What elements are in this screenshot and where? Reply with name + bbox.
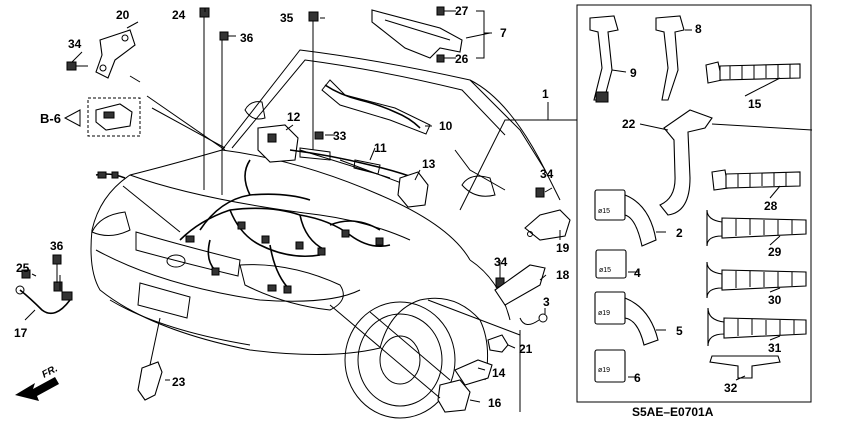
diagram-code: S5AE–E0701A: [632, 405, 714, 419]
bolt-34-top: [66, 61, 88, 71]
leader-lines: [24, 8, 781, 412]
callout-34c: 34: [494, 255, 508, 269]
ground-cable-17: [15, 281, 73, 315]
clip-8: [655, 15, 685, 101]
callout-19: 19: [556, 241, 570, 255]
cover-7: [371, 9, 463, 59]
bracket-19: [524, 209, 571, 241]
callout-33: 33: [333, 129, 347, 143]
bolt-36-left: [52, 254, 62, 265]
clip-31: [707, 307, 807, 347]
callout-26: 26: [455, 52, 469, 66]
callout-11: 11: [374, 141, 387, 155]
bolt-33: [314, 131, 324, 140]
callout-32: 32: [724, 381, 738, 395]
callout-10: 10: [439, 119, 453, 133]
bolt-26: [436, 54, 445, 63]
reference-label: B-6: [40, 111, 61, 126]
callout-27: 27: [455, 4, 469, 18]
bracket-21: [487, 334, 509, 353]
callout-15: 15: [748, 97, 762, 111]
clip-9: [589, 15, 619, 101]
clip-32: [709, 355, 781, 379]
callout-3: 3: [543, 295, 550, 309]
callout-20: 20: [116, 8, 130, 22]
callout-numbers: 20 34 24 36 35 27 7 26 10 33 11 12 13 1 …: [14, 4, 782, 410]
wire-clip-6: [594, 349, 626, 383]
callout-35: 35: [280, 11, 294, 25]
callout-23: 23: [172, 375, 186, 389]
callout-36b: 36: [50, 239, 64, 253]
callout-12: 12: [287, 110, 301, 124]
bracket-14: [454, 359, 493, 386]
callout-8: 8: [695, 22, 702, 36]
callout-29: 29: [768, 245, 782, 259]
car-body-outline: [90, 49, 561, 419]
bracket-12: [257, 124, 299, 163]
callout-18: 18: [556, 268, 570, 282]
wire-clip-2: [594, 189, 657, 247]
size-label-4: ø15: [599, 267, 611, 274]
callout-9: 9: [630, 66, 637, 80]
size-label-5: ø19: [598, 310, 610, 317]
bolt-35: [308, 11, 319, 35]
callout-6: 6: [634, 371, 641, 385]
bolt-27: [436, 6, 445, 16]
size-label-2: ø15: [598, 208, 610, 215]
cable-tie-28: [711, 169, 801, 191]
callout-36a: 36: [240, 31, 254, 45]
wire-clip-4: [595, 249, 627, 279]
clip-size-labels: ø15 ø15 ø19 ø19: [598, 208, 611, 374]
callout-28: 28: [764, 199, 778, 213]
callout-31: 31: [768, 341, 782, 355]
callout-7: 7: [500, 26, 507, 40]
harness-clip-22: [659, 109, 813, 216]
b6-reference-box: [63, 97, 141, 137]
callout-34a: 34: [68, 37, 82, 51]
bolt-34-mid: [535, 187, 545, 198]
engine-wire-harness: [179, 159, 391, 294]
bolt-24: [199, 7, 210, 35]
callout-2: 2: [676, 226, 683, 240]
cable-tie-15: [705, 61, 801, 84]
callout-24: 24: [172, 8, 186, 22]
harness-10: [324, 84, 421, 129]
callout-13: 13: [422, 157, 436, 171]
clip-30: [706, 261, 807, 299]
callout-14: 14: [492, 366, 506, 380]
clip-29: [706, 209, 807, 247]
sensor-3: [519, 313, 548, 325]
bolt-25: [21, 269, 31, 279]
parts-panel-frame: [576, 4, 812, 403]
front-label: FR.: [40, 363, 59, 380]
callout-5: 5: [676, 324, 683, 338]
bracket-16: [437, 379, 471, 413]
callout-4: 4: [634, 266, 641, 280]
callout-30: 30: [768, 293, 782, 307]
callout-17: 17: [14, 326, 28, 340]
bracket-13: [397, 171, 429, 208]
callout-34b: 34: [540, 167, 554, 181]
wire-clip-5: [594, 291, 659, 346]
connector-left: [95, 171, 126, 179]
size-label-6: ø19: [598, 367, 610, 374]
callout-16: 16: [488, 396, 502, 410]
bolt-36-top: [219, 31, 236, 41]
front-direction-arrow: [15, 377, 59, 401]
callout-25: 25: [16, 261, 30, 275]
callout-22: 22: [622, 117, 636, 131]
callout-1: 1: [542, 87, 549, 101]
bracket-23: [137, 361, 163, 401]
bracket-18: [494, 264, 546, 306]
harness-11: [289, 149, 421, 181]
callout-21: 21: [519, 342, 533, 356]
